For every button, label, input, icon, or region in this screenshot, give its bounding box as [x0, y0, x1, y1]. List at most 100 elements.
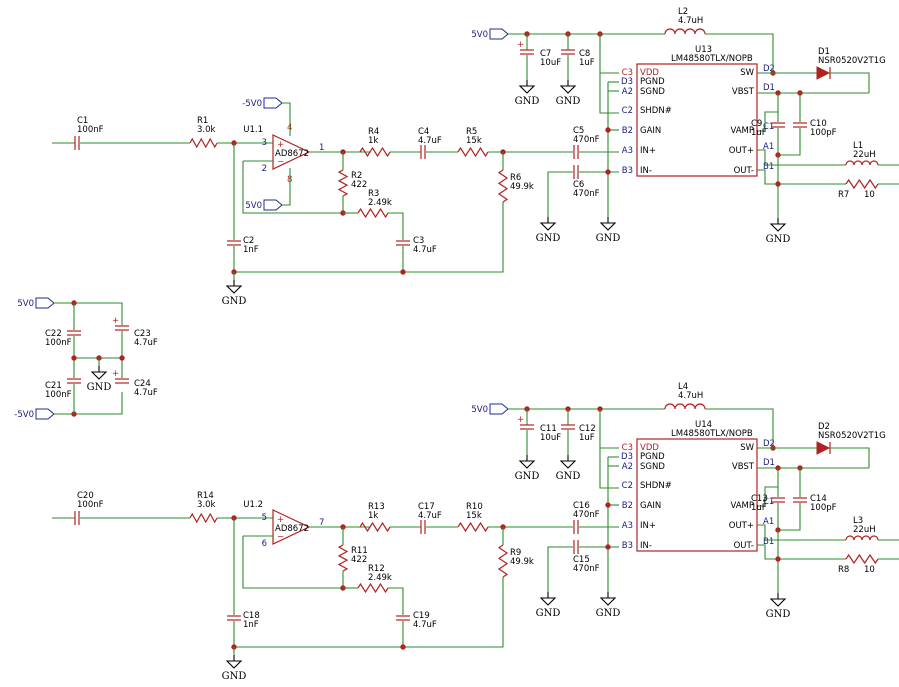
- value-label: 1k: [368, 511, 378, 521]
- wire: [282, 168, 291, 206]
- value-label: 15k: [466, 511, 482, 521]
- value-label: 3.0k: [197, 125, 216, 135]
- resistor-symbol: [845, 553, 879, 565]
- upper-channel: C1100nFR13.0k+−321U1.1AD867248C21nFGND-5…: [52, 7, 899, 307]
- power-port-label: -5V0: [242, 99, 262, 109]
- power-port-label: -5V0: [14, 410, 34, 420]
- ref-label: C19: [413, 611, 430, 621]
- ref-label: C6: [573, 180, 584, 190]
- value-label: 4.7uF: [134, 388, 158, 398]
- value-label: 4.7uH: [678, 16, 703, 26]
- pin-number: A2: [622, 462, 633, 472]
- pin-number: B1: [763, 537, 774, 547]
- plus-mark: +: [277, 140, 284, 150]
- pin-name: IN+: [640, 521, 656, 531]
- value-label: 1uF: [579, 58, 595, 68]
- pin-number: 2: [262, 164, 267, 174]
- pin-number: D1: [763, 83, 775, 93]
- ground-label: GND: [766, 234, 791, 245]
- wire: [705, 33, 774, 73]
- power-port-symbol: [263, 199, 283, 211]
- value-label: 100pF: [810, 128, 837, 138]
- value-label: 1nF: [243, 245, 259, 255]
- pin-name: VDD: [640, 68, 659, 78]
- pin-number: D3: [621, 77, 633, 87]
- junction-dot: [71, 355, 77, 361]
- ground-symbol: [518, 85, 536, 94]
- wire: [500, 202, 504, 273]
- pin-number: C2: [622, 481, 633, 491]
- value-label: NSR0520V2T1G: [818, 431, 886, 441]
- value-label: 4.7uF: [413, 620, 437, 630]
- ref-label: C5: [573, 126, 584, 136]
- value-label: 470nF: [573, 564, 600, 574]
- pin-name: IN-: [640, 166, 652, 176]
- ref-label: R3: [368, 189, 379, 199]
- wire: [757, 93, 779, 132]
- value-label: 4.7uF: [413, 245, 437, 255]
- pin-number: D1: [763, 458, 775, 468]
- opamp-symbol: [272, 509, 311, 545]
- value-label: 100pF: [810, 503, 837, 513]
- ref-label: C3: [413, 236, 424, 246]
- pin-name: SHDN#: [640, 481, 672, 491]
- wire: [599, 409, 619, 489]
- resistor-symbol: [189, 137, 218, 149]
- wire: [830, 72, 870, 93]
- ground-symbol: [225, 285, 243, 294]
- ref-label: R2: [351, 171, 362, 181]
- ground-symbol: [769, 598, 787, 607]
- ground-label: GND: [766, 609, 791, 620]
- value-label: 422: [351, 180, 367, 190]
- opamp-symbol: [272, 134, 311, 170]
- resistor-symbol: [457, 146, 489, 158]
- power-port-label: 5V0: [471, 30, 488, 40]
- resistor-symbol: [337, 544, 349, 572]
- ic-body: [636, 438, 758, 552]
- value-label: 470nF: [573, 135, 600, 145]
- ref-label: R1: [197, 116, 208, 126]
- pin-name: VDD: [640, 443, 659, 453]
- pin-name: VAMP: [730, 501, 754, 511]
- pin-number: A1: [763, 517, 774, 527]
- pin-number: 3: [262, 138, 267, 148]
- ref-label: R12: [368, 564, 385, 574]
- value-label: 15k: [466, 136, 482, 146]
- ref-label: U1.2: [243, 500, 263, 510]
- ground-symbol: [518, 460, 536, 469]
- value-label: 10uF: [540, 433, 561, 443]
- ref-label: C18: [243, 611, 260, 621]
- pin-number: A3: [622, 146, 633, 156]
- ground-symbol: [225, 660, 243, 669]
- ground-label: GND: [536, 608, 561, 619]
- pin-name: VBST: [732, 87, 755, 97]
- value-label: 1k: [368, 136, 378, 146]
- pin-name: SGND: [640, 462, 665, 472]
- value-label: 4.7uF: [418, 511, 442, 521]
- ref-label: C2: [243, 236, 254, 246]
- plus-mark: +: [277, 515, 284, 525]
- supply-decoupling: 5V0-5V0C22100nFC21100nF+C234.7uF+C244.7u…: [14, 297, 158, 420]
- resistor-symbol: [357, 582, 389, 594]
- ground-symbol: [539, 597, 557, 606]
- resistor-symbol: [457, 521, 489, 533]
- pin-name: GAIN: [640, 126, 661, 136]
- pin-number: A1: [763, 142, 774, 152]
- ref-label: C23: [134, 329, 151, 339]
- ref-label: C13: [751, 494, 768, 504]
- pin-name: OUT+: [729, 521, 754, 531]
- ref-label: C4: [418, 127, 429, 137]
- value-label: 1nF: [243, 620, 259, 630]
- pin-number: A3: [622, 521, 633, 531]
- pin-name: OUT+: [729, 146, 754, 156]
- pin-name: PGND: [640, 452, 665, 462]
- ref-label: R5: [466, 127, 477, 137]
- wire: [242, 161, 343, 214]
- pin-number: B2: [622, 501, 633, 511]
- wire: [388, 212, 404, 240]
- wire: [757, 169, 846, 185]
- pin-name: VAMP: [730, 126, 754, 136]
- ref-label: C7: [540, 49, 551, 59]
- ref-label: L1: [853, 141, 863, 151]
